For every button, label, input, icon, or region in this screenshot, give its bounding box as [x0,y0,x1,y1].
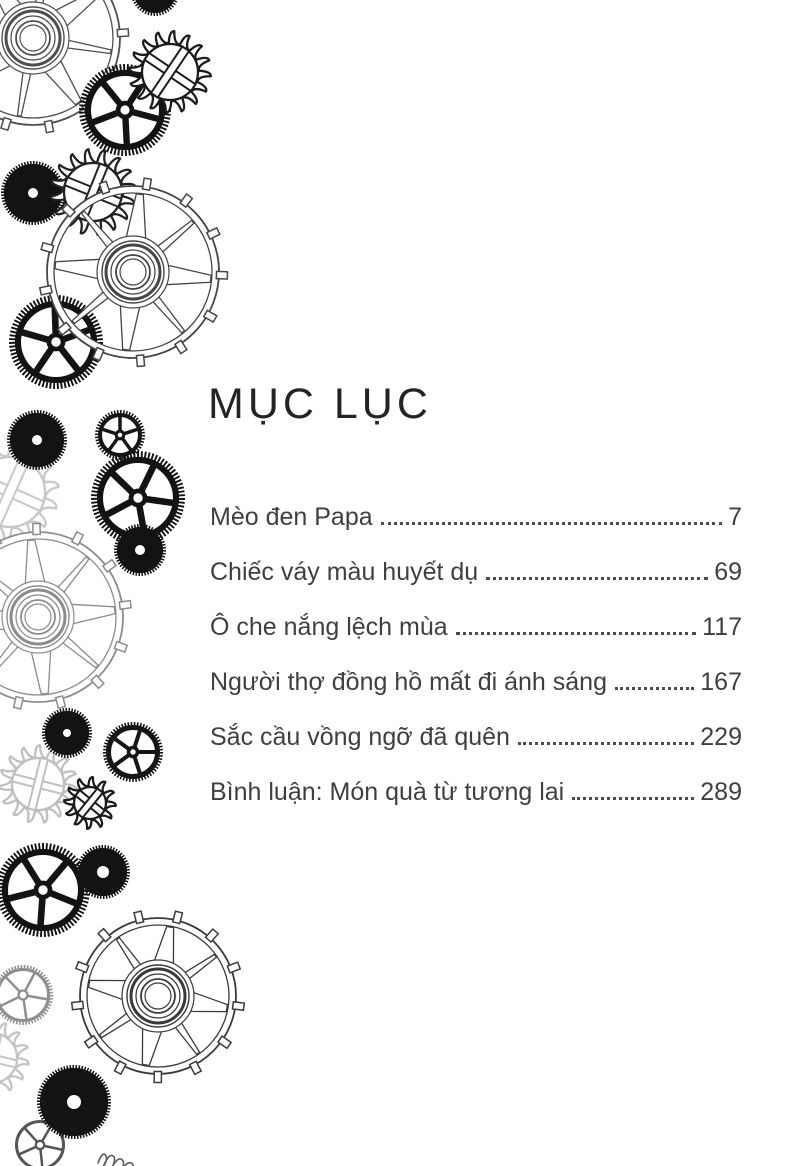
toc-entry-page: 7 [728,503,742,531]
toc-entry: Bình luận: Món quà từ tương lai 289 [210,777,742,807]
toc-entry-label: Chiếc váy màu huyết dụ [210,558,479,586]
toc-entry-label: Mèo đen Papa [210,503,373,531]
toc-dot-leader [486,577,709,580]
toc-entry-page: 117 [702,613,742,641]
toc-entry: Chiếc váy màu huyết dụ 69 [210,557,742,587]
toc-entry-page: 69 [714,558,742,586]
toc-entry: Người thợ đồng hồ mất đi ánh sáng 167 [210,667,742,697]
toc-entry: Mèo đen Papa 7 [210,502,742,532]
toc-dot-leader [455,632,697,635]
toc-entry: Sắc cầu vồng ngỡ đã quên 229 [210,722,742,752]
toc-entry: Ô che nắng lệch mùa 117 [210,612,742,642]
toc-entry-label: Sắc cầu vồng ngỡ đã quên [210,723,510,751]
toc-entry-label: Người thợ đồng hồ mất đi ánh sáng [210,668,607,696]
toc-entry-page: 289 [700,778,742,806]
toc-dot-leader [615,687,695,690]
toc-dot-leader [517,742,695,745]
page-title: MỤC LỤC [208,380,432,428]
toc-entry-page: 229 [700,723,742,751]
toc-dot-leader [380,522,723,525]
toc-dot-leader [572,797,695,800]
toc-entry-label: Bình luận: Món quà từ tương lai [210,778,565,806]
toc-entry-label: Ô che nắng lệch mùa [210,613,448,641]
toc-entry-page: 167 [700,668,742,696]
